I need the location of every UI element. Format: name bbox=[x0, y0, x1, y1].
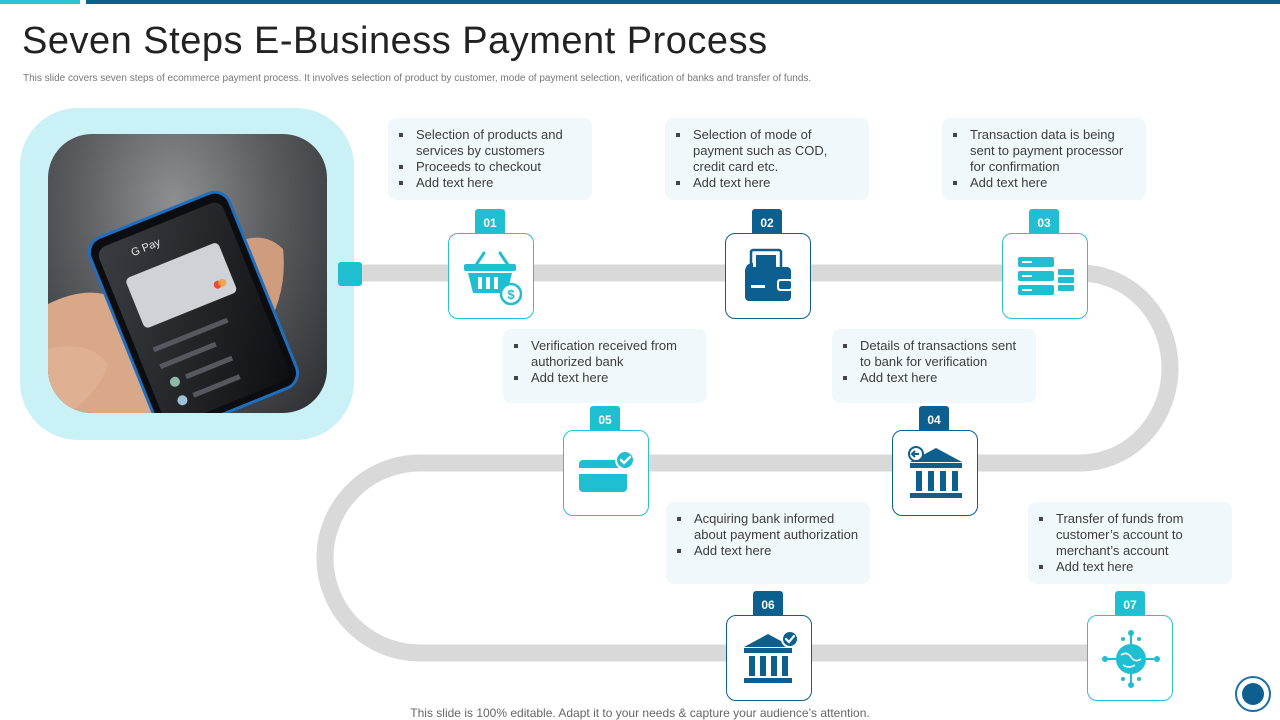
step-03-bullet-1: Transaction data is being sent to paymen… bbox=[953, 127, 1136, 175]
step-02-card[interactable] bbox=[725, 233, 811, 319]
top-accent-bar-teal bbox=[0, 0, 80, 4]
step-05-card[interactable] bbox=[563, 430, 649, 516]
step-04-bullet-1: Details of transactions sent to bank for… bbox=[843, 338, 1026, 370]
svg-text:$: $ bbox=[507, 287, 515, 302]
top-accent-bar-navy bbox=[86, 0, 1280, 4]
step-07-bullet-1: Transfer of funds from customer’s accoun… bbox=[1039, 511, 1222, 559]
step-01-card[interactable]: $ bbox=[448, 233, 534, 319]
step-01-bullet-3: Add text here bbox=[399, 175, 582, 191]
step-04-bullet-2: Add text here bbox=[843, 370, 1026, 386]
step-07-badge: 07 bbox=[1115, 591, 1145, 619]
step-04-card[interactable] bbox=[892, 430, 978, 516]
page-title: Seven Steps E-Business Payment Process bbox=[22, 20, 768, 62]
step-02-badge: 02 bbox=[752, 209, 782, 237]
step-02-bullet-2: Add text here bbox=[676, 175, 859, 191]
step-03-text-box: Transaction data is being sent to paymen… bbox=[942, 118, 1146, 200]
step-01-bullet-1: Selection of products and services by cu… bbox=[399, 127, 582, 159]
step-06-card[interactable] bbox=[726, 615, 812, 701]
step-03-card[interactable] bbox=[1002, 233, 1088, 319]
step-05-bullet-2: Add text here bbox=[514, 370, 697, 386]
step-04-text-box: Details of transactions sent to bank for… bbox=[832, 329, 1036, 403]
global-network-icon bbox=[1102, 630, 1160, 688]
wallet-cash-icon bbox=[745, 248, 793, 301]
slide-nav-button[interactable] bbox=[1235, 676, 1271, 712]
footer-note: This slide is 100% editable. Adapt it to… bbox=[410, 706, 870, 720]
step-06-badge: 06 bbox=[753, 591, 783, 619]
step-06-bullet-2: Add text here bbox=[677, 543, 860, 559]
page-subtitle: This slide covers seven steps of ecommer… bbox=[23, 73, 812, 84]
card-verified-icon bbox=[579, 450, 635, 492]
step-02-text-box: Selection of mode of payment such as COD… bbox=[665, 118, 869, 200]
server-data-icon bbox=[1018, 257, 1074, 295]
step-01-text-box: Selection of products and services by cu… bbox=[388, 118, 592, 200]
bank-transfer-icon bbox=[908, 446, 962, 498]
step-05-bullet-1: Verification received from authorized ba… bbox=[514, 338, 697, 370]
step-07-text-box: Transfer of funds from customer’s accoun… bbox=[1028, 502, 1232, 584]
step-01-bullet-2: Proceeds to checkout bbox=[399, 159, 582, 175]
step-06-text-box: Acquiring bank informed about payment au… bbox=[666, 502, 870, 584]
step-07-bullet-2: Add text here bbox=[1039, 559, 1222, 575]
nav-dot-icon bbox=[1242, 683, 1264, 705]
step-01-badge: 01 bbox=[475, 209, 505, 237]
step-07-card[interactable] bbox=[1087, 615, 1173, 701]
step-02-bullet-1: Selection of mode of payment such as COD… bbox=[676, 127, 859, 175]
shopping-basket-dollar-icon: $ bbox=[464, 251, 522, 306]
step-06-bullet-1: Acquiring bank informed about payment au… bbox=[677, 511, 859, 542]
step-05-text-box: Verification received from authorized ba… bbox=[503, 329, 707, 403]
track-start-marker bbox=[338, 262, 362, 286]
bank-approved-icon bbox=[744, 630, 799, 683]
step-03-bullet-2: Add text here bbox=[953, 175, 1136, 191]
step-05-badge: 05 bbox=[590, 406, 620, 434]
smartphone-payment-photo: G Pay bbox=[48, 134, 327, 413]
step-04-badge: 04 bbox=[919, 406, 949, 434]
step-03-badge: 03 bbox=[1029, 209, 1059, 237]
